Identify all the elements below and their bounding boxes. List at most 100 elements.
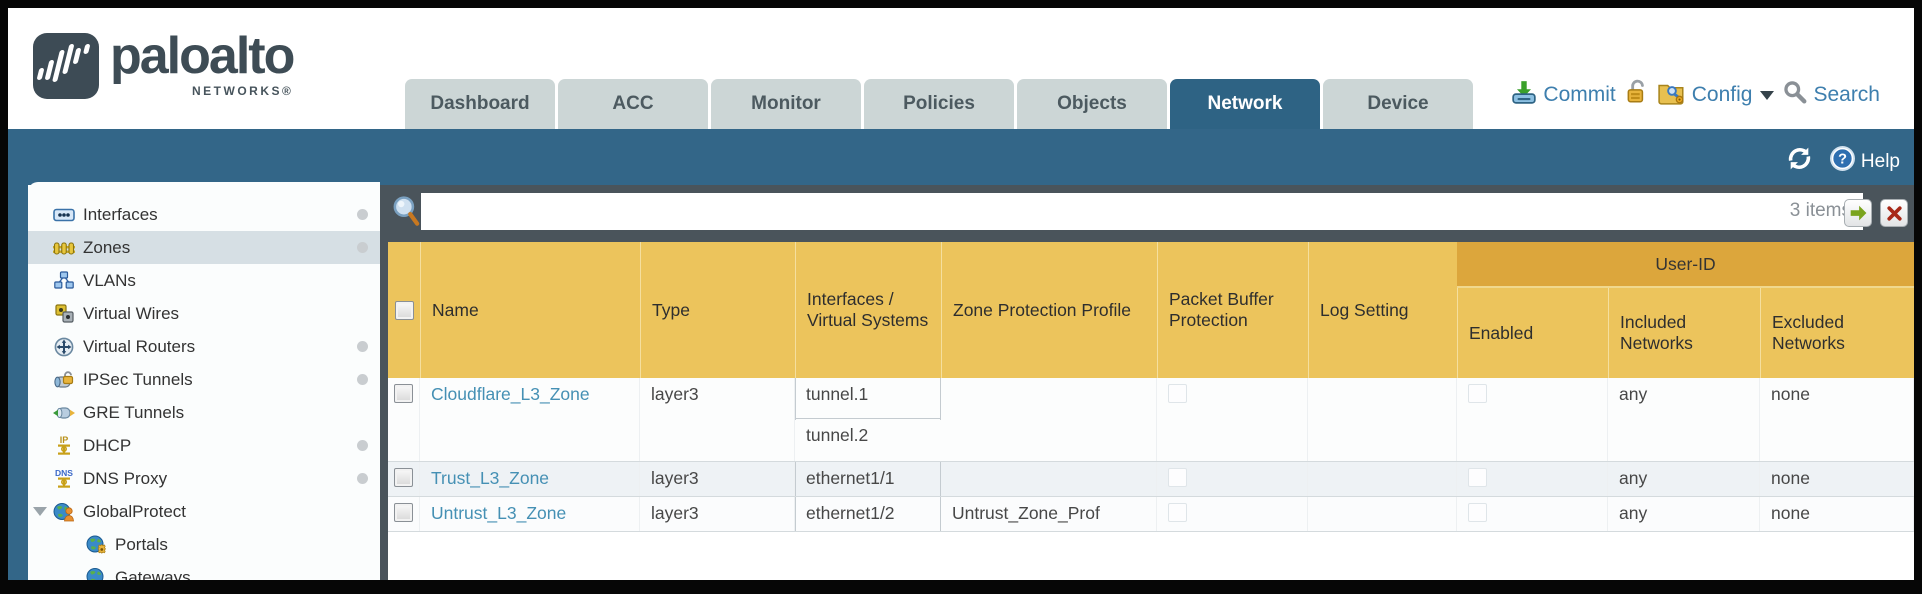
teal-band: ? Help xyxy=(8,129,1914,185)
filter-bar: 3 items xyxy=(388,185,1914,242)
column-header-excluded-networks[interactable]: Excluded Networks xyxy=(1760,288,1914,378)
sidebar-item-ipsec-tunnels[interactable]: IPSec Tunnels xyxy=(28,363,380,396)
zone-interfaces-cell: tunnel.1 tunnel.2 xyxy=(795,378,941,445)
sidebar-item-dhcp[interactable]: IP DHCP xyxy=(28,429,380,462)
row-checkbox[interactable] xyxy=(394,468,413,487)
table-row: Cloudflare_L3_Zone layer3 tunnel.1 tunne… xyxy=(388,378,1914,462)
row-checkbox[interactable] xyxy=(394,503,413,522)
globalprotect-icon xyxy=(52,502,76,522)
excluded-networks-cell: none xyxy=(1760,462,1914,496)
zone-protection-profile-cell: Untrust_Zone_Prof xyxy=(941,497,1157,531)
user-id-enabled-checkbox[interactable] xyxy=(1468,503,1487,522)
table-row: Untrust_L3_Zone layer3 ethernet1/2 Untru… xyxy=(388,497,1914,532)
sidebar-item-virtual-wires[interactable]: Virtual Wires xyxy=(28,297,380,330)
tab-acc[interactable]: ACC xyxy=(558,79,708,129)
tab-network[interactable]: Network xyxy=(1170,79,1320,129)
user-id-enabled-checkbox[interactable] xyxy=(1468,384,1487,403)
gre-tunnels-icon xyxy=(52,403,76,423)
column-header-zone-protection-profile[interactable]: Zone Protection Profile xyxy=(941,242,1157,378)
portals-icon xyxy=(84,535,108,555)
help-icon: ? xyxy=(1829,145,1856,178)
sidebar-item-zones[interactable]: Zones xyxy=(28,231,380,264)
sidebar-item-gre-tunnels[interactable]: GRE Tunnels xyxy=(28,396,380,429)
sidebar-item-portals[interactable]: Portals xyxy=(28,528,380,561)
zone-protection-profile-cell xyxy=(941,462,1157,496)
zone-interfaces-cell: ethernet1/1 xyxy=(795,462,941,496)
zone-type-cell: layer3 xyxy=(640,462,795,496)
config-menu[interactable]: Config xyxy=(1658,79,1775,111)
sidebar-item-vlans[interactable]: VLANs xyxy=(28,264,380,297)
column-header-included-networks[interactable]: Included Networks xyxy=(1608,288,1760,378)
brand-logo: paloalto NETWORKS® xyxy=(32,27,295,105)
select-all-checkbox-cell xyxy=(388,242,420,378)
brand-wordmark: paloalto xyxy=(110,27,295,85)
packet-buffer-protection-checkbox[interactable] xyxy=(1168,468,1187,487)
gateways-icon xyxy=(84,568,108,580)
sidebar-item-globalprotect[interactable]: GlobalProtect xyxy=(28,495,380,528)
interfaces-icon xyxy=(52,205,76,225)
notification-dot xyxy=(357,209,368,220)
column-header-type[interactable]: Type xyxy=(640,242,795,378)
zone-name-link[interactable]: Cloudflare_L3_Zone xyxy=(431,384,590,404)
search-button[interactable]: Search xyxy=(1783,80,1880,110)
main-nav-tabs: Dashboard ACC Monitor Policies Objects N… xyxy=(405,79,1473,129)
column-header-packet-buffer-protection[interactable]: Packet Buffer Protection xyxy=(1157,242,1308,378)
table-row: Trust_L3_Zone layer3 ethernet1/1 any non… xyxy=(388,462,1914,497)
zone-protection-profile-cell xyxy=(941,378,1157,461)
log-setting-cell xyxy=(1308,462,1457,496)
caret-down-icon xyxy=(1760,90,1775,100)
included-networks-cell: any xyxy=(1608,378,1760,461)
virtual-wires-icon xyxy=(52,304,76,324)
zone-name-link[interactable]: Untrust_L3_Zone xyxy=(431,503,567,523)
tab-dashboard[interactable]: Dashboard xyxy=(405,79,555,129)
help-button[interactable]: ? Help xyxy=(1829,145,1900,178)
brand-subtext: NETWORKS® xyxy=(192,84,294,99)
paloalto-logo-icon xyxy=(32,32,100,105)
lock-icon[interactable] xyxy=(1625,79,1649,111)
top-actions: Commit xyxy=(1511,70,1880,120)
tab-policies[interactable]: Policies xyxy=(864,79,1014,129)
refresh-icon[interactable] xyxy=(1786,145,1813,178)
column-header-log-setting[interactable]: Log Setting xyxy=(1308,242,1457,378)
sidebar-item-dns-proxy[interactable]: DNS DNS Proxy xyxy=(28,462,380,495)
app-window: paloalto NETWORKS® Dashboard ACC Monitor… xyxy=(8,8,1914,580)
notification-dot xyxy=(357,242,368,253)
filter-input[interactable] xyxy=(421,193,1863,230)
ipsec-tunnels-icon xyxy=(52,370,76,390)
top-bar: paloalto NETWORKS® Dashboard ACC Monitor… xyxy=(8,8,1914,129)
svg-text:IP: IP xyxy=(60,435,69,445)
sidebar-item-interfaces[interactable]: Interfaces xyxy=(28,198,380,231)
included-networks-cell: any xyxy=(1608,497,1760,531)
sidebar-item-gateways[interactable]: Gateways xyxy=(28,561,380,580)
user-id-enabled-checkbox[interactable] xyxy=(1468,468,1487,487)
tab-device[interactable]: Device xyxy=(1323,79,1473,129)
commit-button[interactable]: Commit xyxy=(1511,79,1616,111)
magnifier-icon xyxy=(391,195,421,234)
column-header-name[interactable]: Name xyxy=(420,242,640,378)
tab-objects[interactable]: Objects xyxy=(1017,79,1167,129)
dhcp-icon: IP xyxy=(52,435,76,456)
packet-buffer-protection-checkbox[interactable] xyxy=(1168,384,1187,403)
zone-interfaces-cell: ethernet1/2 xyxy=(795,497,941,531)
excluded-networks-cell: none xyxy=(1760,497,1914,531)
zone-name-link[interactable]: Trust_L3_Zone xyxy=(431,468,550,488)
notification-dot xyxy=(357,473,368,484)
sidebar-item-virtual-routers[interactable]: Virtual Routers xyxy=(28,330,380,363)
clear-filter-button[interactable] xyxy=(1880,199,1908,227)
table-header: Name Type Interfaces / Virtual Systems Z… xyxy=(388,242,1914,378)
row-checkbox[interactable] xyxy=(394,384,413,403)
interface-entry: tunnel.1 xyxy=(796,378,940,419)
column-header-interfaces[interactable]: Interfaces / Virtual Systems xyxy=(795,242,941,378)
apply-filter-button[interactable] xyxy=(1844,199,1872,227)
interface-entry: ethernet1/2 xyxy=(806,503,895,523)
packet-buffer-protection-checkbox[interactable] xyxy=(1168,503,1187,522)
search-icon xyxy=(1783,80,1807,110)
tab-monitor[interactable]: Monitor xyxy=(711,79,861,129)
virtual-routers-icon xyxy=(52,337,76,357)
zone-type-cell: layer3 xyxy=(640,497,795,531)
interface-entry: ethernet1/1 xyxy=(806,468,895,488)
expand-triangle-icon[interactable] xyxy=(33,507,47,516)
select-all-checkbox[interactable] xyxy=(394,300,414,320)
column-header-enabled[interactable]: Enabled xyxy=(1457,288,1608,378)
